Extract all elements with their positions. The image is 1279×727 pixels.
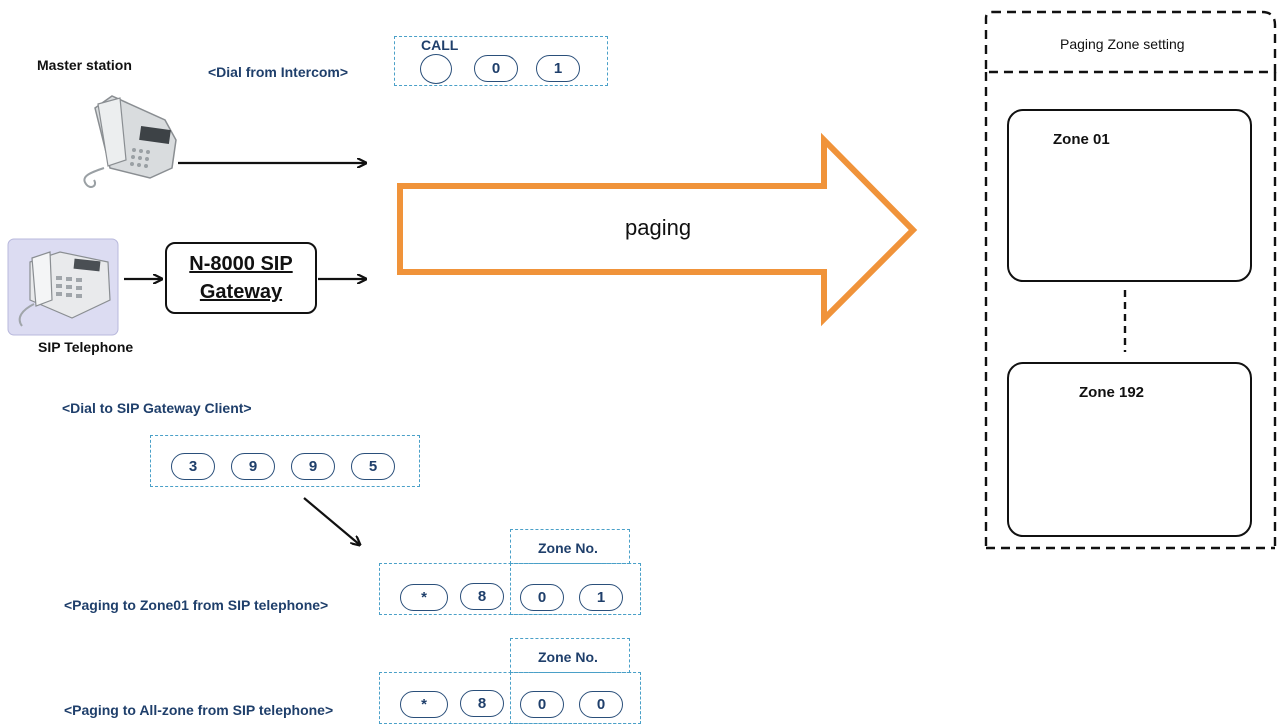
master-station-label: Master station	[37, 57, 132, 73]
allzone-key-0b[interactable]: 0	[579, 691, 623, 718]
gateway-key-1[interactable]: 3	[171, 453, 215, 480]
allzone-header: Zone No.	[538, 649, 598, 665]
allzone-key-0a[interactable]: 0	[520, 691, 564, 718]
allzone-key-8[interactable]: 8	[460, 690, 504, 717]
call-key[interactable]	[420, 54, 452, 84]
gateway-key-2[interactable]: 9	[231, 453, 275, 480]
allzone-row-label: <Paging to All-zone from SIP telephone>	[64, 702, 334, 718]
gateway-key-4[interactable]: 5	[351, 453, 395, 480]
zone01-key-1[interactable]: 1	[579, 584, 623, 611]
dial-gateway-label: <Dial to SIP Gateway Client>	[62, 400, 252, 416]
zone192-card[interactable]	[1007, 362, 1252, 537]
gateway-key-3[interactable]: 9	[291, 453, 335, 480]
dial-intercom-label: <Dial from Intercom>	[208, 64, 349, 80]
master-station-phone-icon	[83, 95, 177, 188]
intercom-key-1[interactable]: 1	[536, 55, 580, 82]
zone01-zone-box	[510, 563, 641, 615]
intercom-keypad-box	[394, 36, 608, 86]
allzone-zone-box	[510, 672, 641, 724]
gateway-line2: Gateway	[199, 281, 283, 303]
zone01-key-8[interactable]: 8	[460, 583, 504, 610]
sip-telephone-label: SIP Telephone	[38, 339, 134, 355]
zone01-key-0[interactable]: 0	[520, 584, 564, 611]
dial-down-arrow	[303, 497, 360, 545]
zone01-header: Zone No.	[538, 540, 598, 556]
gateway-keypad-box	[150, 435, 420, 487]
paging-zone-panel	[984, 10, 1277, 550]
call-key-label: CALL	[421, 37, 459, 53]
zone192-title: Zone 192	[1079, 384, 1145, 401]
allzone-key-star[interactable]: *	[400, 691, 448, 718]
sip-telephone-icon	[7, 238, 119, 336]
paging-arrow	[397, 132, 918, 327]
zone01-title: Zone 01	[1053, 131, 1110, 148]
paging-label: paging	[625, 215, 692, 240]
zone01-row-label: <Paging to Zone01 from SIP telephone>	[64, 597, 329, 613]
intercom-key-0[interactable]: 0	[474, 55, 518, 82]
panel-title: Paging Zone setting	[1060, 36, 1185, 52]
sip-gateway-box: N-8000 SIP Gateway	[165, 242, 317, 314]
zone01-card[interactable]	[1007, 109, 1252, 282]
gateway-line1: N-8000 SIP	[189, 253, 293, 275]
zone01-key-star[interactable]: *	[400, 584, 448, 611]
